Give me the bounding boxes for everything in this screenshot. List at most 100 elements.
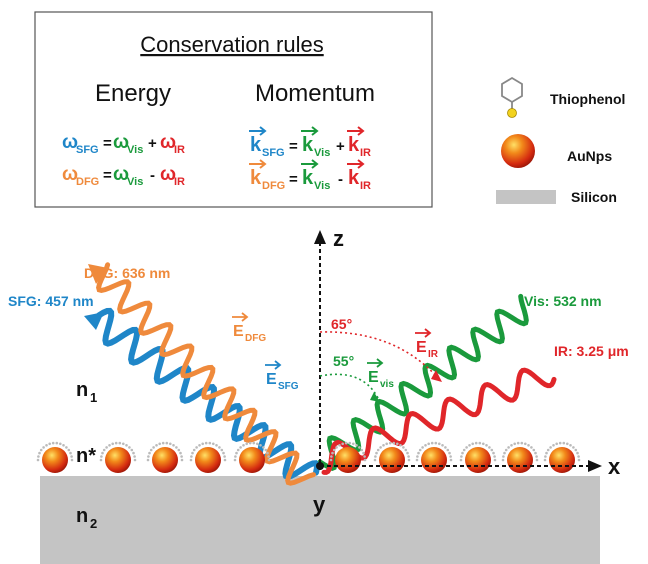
thiophenol-ligand xyxy=(70,455,73,458)
thiophenol-ligand xyxy=(501,458,505,462)
thiophenol-ligand xyxy=(576,451,579,455)
omega-ir-symbol: ω xyxy=(160,132,176,153)
thiophenol-ligand xyxy=(552,444,555,447)
gold-nanoparticle-core xyxy=(239,447,265,473)
k-sfg-subscript: SFG xyxy=(262,147,285,159)
thiophenol-ligand xyxy=(504,448,508,452)
thiophenol-ligand xyxy=(208,441,212,445)
k-vis-symbol: k xyxy=(302,134,314,156)
thiophenol-ligand xyxy=(468,444,471,447)
thiophenol-ligand xyxy=(152,446,155,449)
vector-arrow-icon xyxy=(249,159,267,169)
gold-nanoparticle-core xyxy=(105,447,131,473)
k-ir-symbol: k xyxy=(348,134,360,156)
gold-nanoparticle xyxy=(543,441,581,473)
vector-arrow-icon xyxy=(249,126,267,136)
thiophenol-ligand xyxy=(545,451,548,455)
thiophenol-ligand xyxy=(546,448,550,452)
dfg-beam xyxy=(96,262,316,486)
thiophenol-ligand xyxy=(448,451,451,455)
thiophenol-ligand xyxy=(482,442,485,446)
x-axis-label: x xyxy=(608,454,621,479)
thiophenol-ligand xyxy=(415,458,419,462)
thiophenol-ligand xyxy=(67,448,71,452)
thiophenol-ligand xyxy=(234,455,237,458)
energy-sfg-equation: ω SFG = ω Vis + ω IR xyxy=(62,132,185,156)
gold-nanoparticle xyxy=(415,441,453,473)
plus-sign: + xyxy=(336,138,345,155)
vector-arrow-icon xyxy=(301,126,319,136)
k-ir-symbol: k xyxy=(348,167,360,189)
thiophenol-ligand xyxy=(111,442,114,446)
vector-arrow-icon xyxy=(347,159,365,169)
thiophenol-ligand xyxy=(122,442,125,446)
thiophenol-ligand xyxy=(535,458,539,462)
silicon-swatch-icon xyxy=(496,190,556,204)
thiophenol-ligand xyxy=(434,441,438,445)
e-dfg-field-vector: E DFG xyxy=(232,312,266,344)
thiophenol-ligand xyxy=(459,458,463,462)
thiophenol-ligand xyxy=(192,448,196,452)
thiophenol-ligand xyxy=(48,442,51,446)
thiophenol-ligand xyxy=(516,441,520,445)
thiophenol-ligand xyxy=(363,455,366,458)
thiophenol-ligand xyxy=(471,442,475,446)
thiophenol-ligand xyxy=(133,455,136,458)
thiophenol-ligand xyxy=(36,458,40,462)
vector-arrow-icon xyxy=(347,126,365,136)
thiophenol-ligand xyxy=(555,442,558,446)
thiophenol-ligand xyxy=(108,444,111,447)
thiophenol-ligand xyxy=(45,444,48,447)
thiophenol-ligand xyxy=(38,451,41,455)
thiophenol-ligand xyxy=(524,442,527,446)
omega-ir-subscript: IR xyxy=(174,144,185,156)
thiophenol-ligand xyxy=(133,458,137,462)
thiophenol-ligand xyxy=(374,455,377,458)
thiophenol-ligand xyxy=(485,444,488,447)
thiophenol-ligand xyxy=(245,442,248,446)
thiophenol-ligand xyxy=(513,442,516,446)
thiophenol-ligand xyxy=(558,441,562,445)
thiophenol-ligand xyxy=(330,455,333,458)
thiophenol-ligand xyxy=(190,455,193,458)
thiophenol-ligand xyxy=(488,446,491,449)
equals-sign: = xyxy=(103,167,112,184)
thiophenol-ligand xyxy=(490,448,494,452)
k-dfg-symbol: k xyxy=(250,167,262,189)
vector-arrow-icon xyxy=(232,312,249,322)
gold-nanoparticle xyxy=(146,441,184,473)
thiophenol-ligand xyxy=(223,458,227,462)
thiophenol-ligand xyxy=(161,441,165,445)
silicon-substrate xyxy=(40,476,600,564)
thiophenol-ligand xyxy=(266,451,269,455)
thiophenol-ligand xyxy=(543,458,547,462)
thiophenol-ligand xyxy=(430,441,434,445)
medium-n2-subscript: 2 xyxy=(90,516,97,531)
gold-nanoparticle-core xyxy=(465,447,491,473)
thiophenol-ligand xyxy=(218,446,221,449)
thiophenol-ligand xyxy=(204,441,208,445)
momentum-heading: Momentum xyxy=(255,80,375,107)
thiophenol-ligand xyxy=(169,442,172,446)
thiophenol-ligand xyxy=(329,458,333,462)
gold-nanoparticle-core xyxy=(42,447,68,473)
thiophenol-ligand xyxy=(375,451,378,455)
thiophenol-ligand xyxy=(544,455,547,458)
thiophenol-ligand xyxy=(474,441,478,445)
thiophenol-ligand xyxy=(438,442,441,446)
e-ir-subscript: IR xyxy=(428,349,439,360)
thiophenol-ligand xyxy=(37,455,40,458)
conservation-rules-box xyxy=(34,11,433,208)
thiophenol-ligand xyxy=(39,448,43,452)
gold-nanoparticle xyxy=(189,441,227,473)
omega-vis-symbol: ω xyxy=(113,132,129,153)
thiophenol-ligand xyxy=(530,446,533,449)
thiophenol-ligand xyxy=(262,446,265,449)
thiophenol-ligand xyxy=(146,458,150,462)
medium-n1-label: n xyxy=(76,379,88,401)
thiophenol-ligand xyxy=(165,441,169,445)
thiophenol-ligand xyxy=(385,442,389,446)
thiophenol-ligand xyxy=(172,444,175,447)
thiophenol-ligand xyxy=(242,444,245,447)
thiophenol-ligand xyxy=(574,448,578,452)
